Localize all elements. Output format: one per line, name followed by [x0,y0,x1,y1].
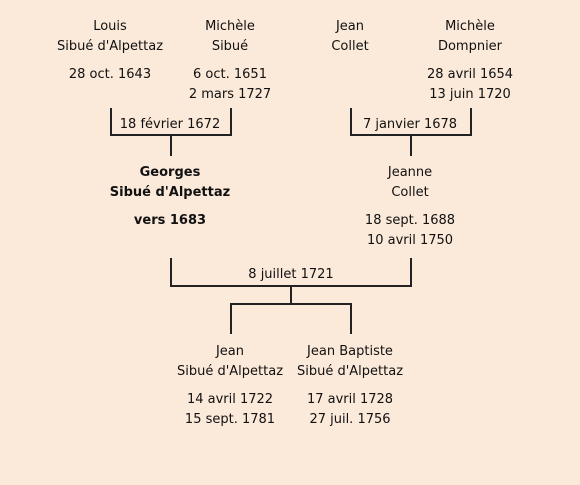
last-name: Sibué d'Alpettaz [296,364,404,379]
death-date: 10 avril 1750 [366,233,454,248]
death-date: 13 juin 1720 [429,87,511,102]
connector-line [350,303,352,334]
connector-line [110,134,232,136]
last-name: Sibué [211,39,249,54]
connector-line [230,303,352,305]
connector-line [470,108,472,136]
marriage-date: 8 juillet 1721 [236,267,346,283]
first-name: Louis [93,19,127,34]
connector-line [230,108,232,136]
birth-date: 28 avril 1654 [426,67,514,82]
connector-line [170,258,172,287]
birth-date: 28 oct. 1643 [68,67,152,82]
death-date: 15 sept. 1781 [184,412,276,427]
person-michele-sibue: Michèle Sibué 6 oct. 1651 2 mars 1727 [155,17,305,105]
marriage-date: 7 janvier 1678 [354,117,466,133]
death-date: 27 juil. 1756 [309,412,391,427]
birth-date: 18 sept. 1688 [364,213,456,228]
connector-line [350,108,352,136]
connector-line [230,303,232,334]
person-jeanne-collet: Jeanne Collet 18 sept. 1688 10 avril 175… [335,163,485,251]
first-name: Michèle [205,19,255,34]
connector-line [290,287,292,304]
first-name: Jean Baptiste [307,344,393,359]
connector-line [350,134,472,136]
person-jean-collet: Jean Collet [275,17,425,57]
person-jean-baptiste: Jean Baptiste Sibué d'Alpettaz 17 avril … [275,342,425,430]
person-jean: Jean Sibué d'Alpettaz 14 avril 1722 15 s… [155,342,305,430]
first-name: Michèle [445,19,495,34]
first-name: Jean [335,19,365,34]
last-name: Collet [331,39,369,54]
person-michele-dompnier: Michèle Dompnier 28 avril 1654 13 juin 1… [395,17,545,105]
last-name: Sibué d'Alpettaz [109,185,231,200]
death-date: 2 mars 1727 [188,87,272,102]
last-name: Collet [391,185,429,200]
person-louis: Louis Sibué d'Alpettaz 28 oct. 1643 [35,17,185,85]
last-name: Sibué d'Alpettaz [56,39,164,54]
first-name: Jean [215,344,245,359]
first-name: Jeanne [387,165,433,180]
connector-line [110,108,112,136]
connector-line [410,258,412,287]
person-georges: Georges Sibué d'Alpettaz vers 1683 [95,163,245,231]
marriage-date: 18 février 1672 [114,117,226,133]
connector-line [170,285,412,287]
birth-date: 17 avril 1728 [306,392,394,407]
birth-date: vers 1683 [133,213,207,228]
connector-line [170,136,172,156]
last-name: Sibué d'Alpettaz [176,364,284,379]
first-name: Georges [139,165,201,180]
birth-date: 14 avril 1722 [186,392,274,407]
last-name: Dompnier [437,39,503,54]
birth-date: 6 oct. 1651 [193,67,267,82]
connector-line [410,136,412,156]
